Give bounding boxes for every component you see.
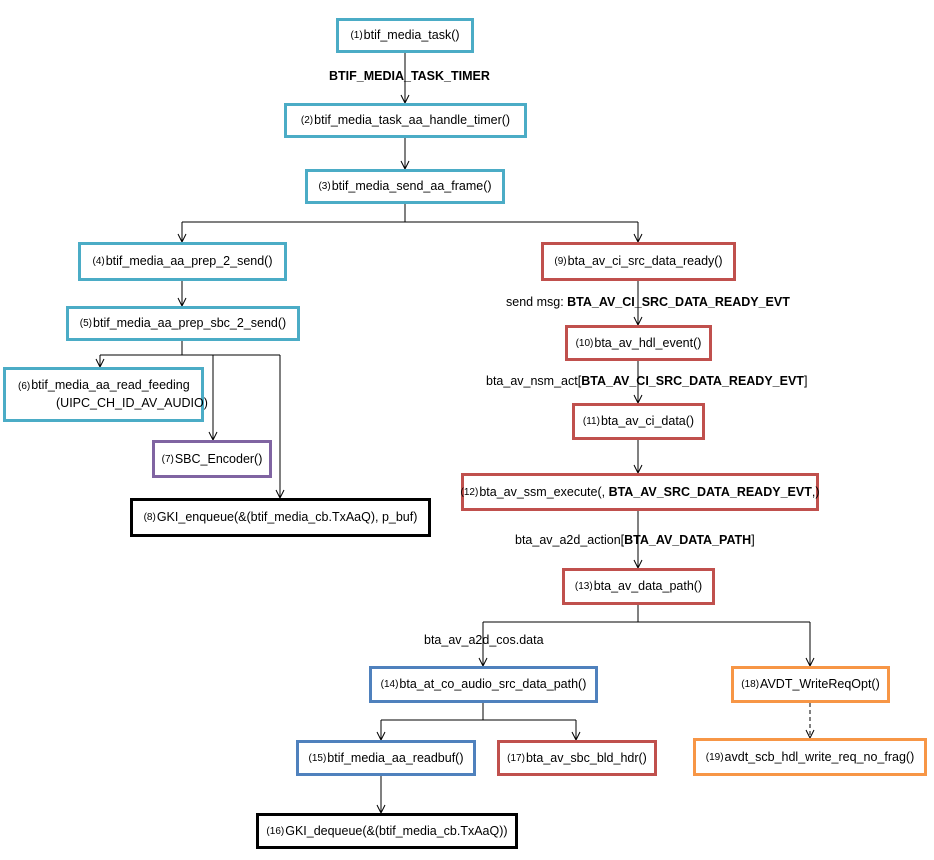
node-label: bta_av_hdl_event() [594,335,702,350]
edge-5-fan [100,341,280,356]
node-label: SBC_Encoder() [174,451,263,466]
node-aa-read-feeding: (6)btif_media_aa_read_feeding (UIPC_CH_I… [3,367,208,422]
node-number: (7) [161,453,174,465]
edge-label-text: bta_av_a2d_action[ [515,533,625,547]
node-aa-handle-timer: (2)btif_media_task_aa_handle_timer() [284,103,527,138]
edge-label-text: bta_av_a2d_cos.data [424,633,544,647]
node-label: GKI_enqueue(&(btif_media_cb.TxAaQ), p_bu… [156,510,418,524]
node-number: (18) [741,679,760,690]
node-number: (8) [143,512,156,523]
node-number: (16) [266,825,285,837]
edge-label-bold: BTIF_MEDIA_TASK_TIMER [329,69,490,83]
node-write-req-no-frag: (19)avdt_scb_hdl_write_req_no_frag() [693,738,927,776]
node-number: (1) [350,30,363,41]
node-sbc-encoder: (7)SBC_Encoder() [152,440,272,478]
node-gki-enqueue: (8)GKI_enqueue(&(btif_media_cb.TxAaQ), p… [130,498,431,537]
node-label: btif_media_task() [363,28,460,42]
node-label: bta_av_ci_src_data_ready() [567,254,723,268]
edge-label-text: send msg: [506,295,568,309]
edge-label-send-msg: send msg: BTA_AV_CI_SRC_DATA_READY_EVT [506,294,790,310]
node-number: (17) [507,752,525,764]
node-label: btif_media_aa_prep_sbc_2_send() [93,316,287,330]
node-ci-data: (11)bta_av_ci_data() [572,403,705,440]
node-number: (13) [574,581,593,592]
node-number: (14) [380,679,399,690]
node-label: avdt_scb_hdl_write_req_no_frag() [724,749,915,764]
node-co-audio-src-data-path: (14)bta_at_co_audio_src_data_path() [369,666,598,703]
node-data-path: (13)bta_av_data_path() [562,568,715,605]
node-label: btif_media_aa_read_feeding [31,378,190,392]
node-aa-prep-2-send: (4)btif_media_aa_prep_2_send() [78,242,287,281]
node-btif-media-task: (1)btif_media_task() [336,18,474,53]
node-number: (6) [18,381,31,392]
node-gki-dequeue: (16)GKI_dequeue(&(btif_media_cb.TxAaQ)) [256,813,518,849]
node-label: GKI_dequeue(&(btif_media_cb.TxAaQ)) [285,823,508,838]
edge-label-timer: BTIF_MEDIA_TASK_TIMER [329,68,490,84]
node-number: (19) [705,751,724,763]
node-number: (4) [92,256,105,267]
node-label: btif_media_aa_readbuf() [327,750,464,765]
node-label-tail: ,) [811,484,820,499]
edge-label-a2d-action: bta_av_a2d_action[BTA_AV_DATA_PATH] [515,532,755,548]
node-label-line2: (UIPC_CH_ID_AV_AUDIO) [56,396,208,410]
node-avdt-write-req-opt: (18)AVDT_WriteReqOpt() [731,666,890,703]
node-number: (5) [79,318,93,329]
node-label: bta_av_sbc_bld_hdr() [525,750,647,765]
edge-label-bold: BTA_AV_CI_SRC_DATA_READY_EVT [581,374,804,388]
node-label: bta_av_ssm_execute(, [479,484,609,499]
node-label: btif_media_aa_prep_2_send() [105,254,273,268]
node-number: (9) [554,256,567,267]
node-label: btif_media_send_aa_frame() [331,179,492,193]
node-label: AVDT_WriteReqOpt() [760,677,880,691]
node-ssm-execute: (12)bta_av_ssm_execute(, BTA_AV_SRC_DATA… [461,473,819,511]
node-number: (12) [460,486,479,498]
edge-label-cos-data: bta_av_a2d_cos.data [424,632,544,648]
node-sbc-bld-hdr: (17)bta_av_sbc_bld_hdr() [497,740,657,776]
node-send-aa-frame: (3)btif_media_send_aa_frame() [305,169,505,204]
node-label: bta_av_data_path() [593,579,703,593]
edge-label-tail: ] [803,374,808,388]
node-ci-src-data-ready: (9)bta_av_ci_src_data_ready() [541,242,736,281]
node-number: (15) [308,752,327,764]
node-number: (11) [582,416,600,427]
node-label: btif_media_task_aa_handle_timer() [314,113,511,127]
edge-label-bold: BTA_AV_DATA_PATH [624,533,752,547]
node-label: bta_at_co_audio_src_data_path() [399,677,587,691]
edge-label-bold: BTA_AV_CI_SRC_DATA_READY_EVT [567,295,790,309]
node-number: (2) [300,115,314,126]
node-aa-readbuf: (15)btif_media_aa_readbuf() [296,740,476,776]
edge-3-split [182,204,638,223]
edge-13-split [483,605,810,623]
node-number: (3) [318,181,331,192]
edge-label-nsm-act: bta_av_nsm_act[BTA_AV_CI_SRC_DATA_READY_… [486,373,807,389]
edge-label-text: bta_av_nsm_act[ [486,374,582,388]
edge-14-split [381,703,576,721]
edge-label-tail: ] [751,533,755,547]
node-hdl-event: (10)bta_av_hdl_event() [565,325,712,361]
node-label: bta_av_ci_data() [600,414,695,428]
node-number: (10) [575,337,594,349]
node-aa-prep-sbc-2-send: (5)btif_media_aa_prep_sbc_2_send() [66,306,300,341]
node-label-bold: BTA_AV_SRC_DATA_READY_EVT [608,484,812,499]
